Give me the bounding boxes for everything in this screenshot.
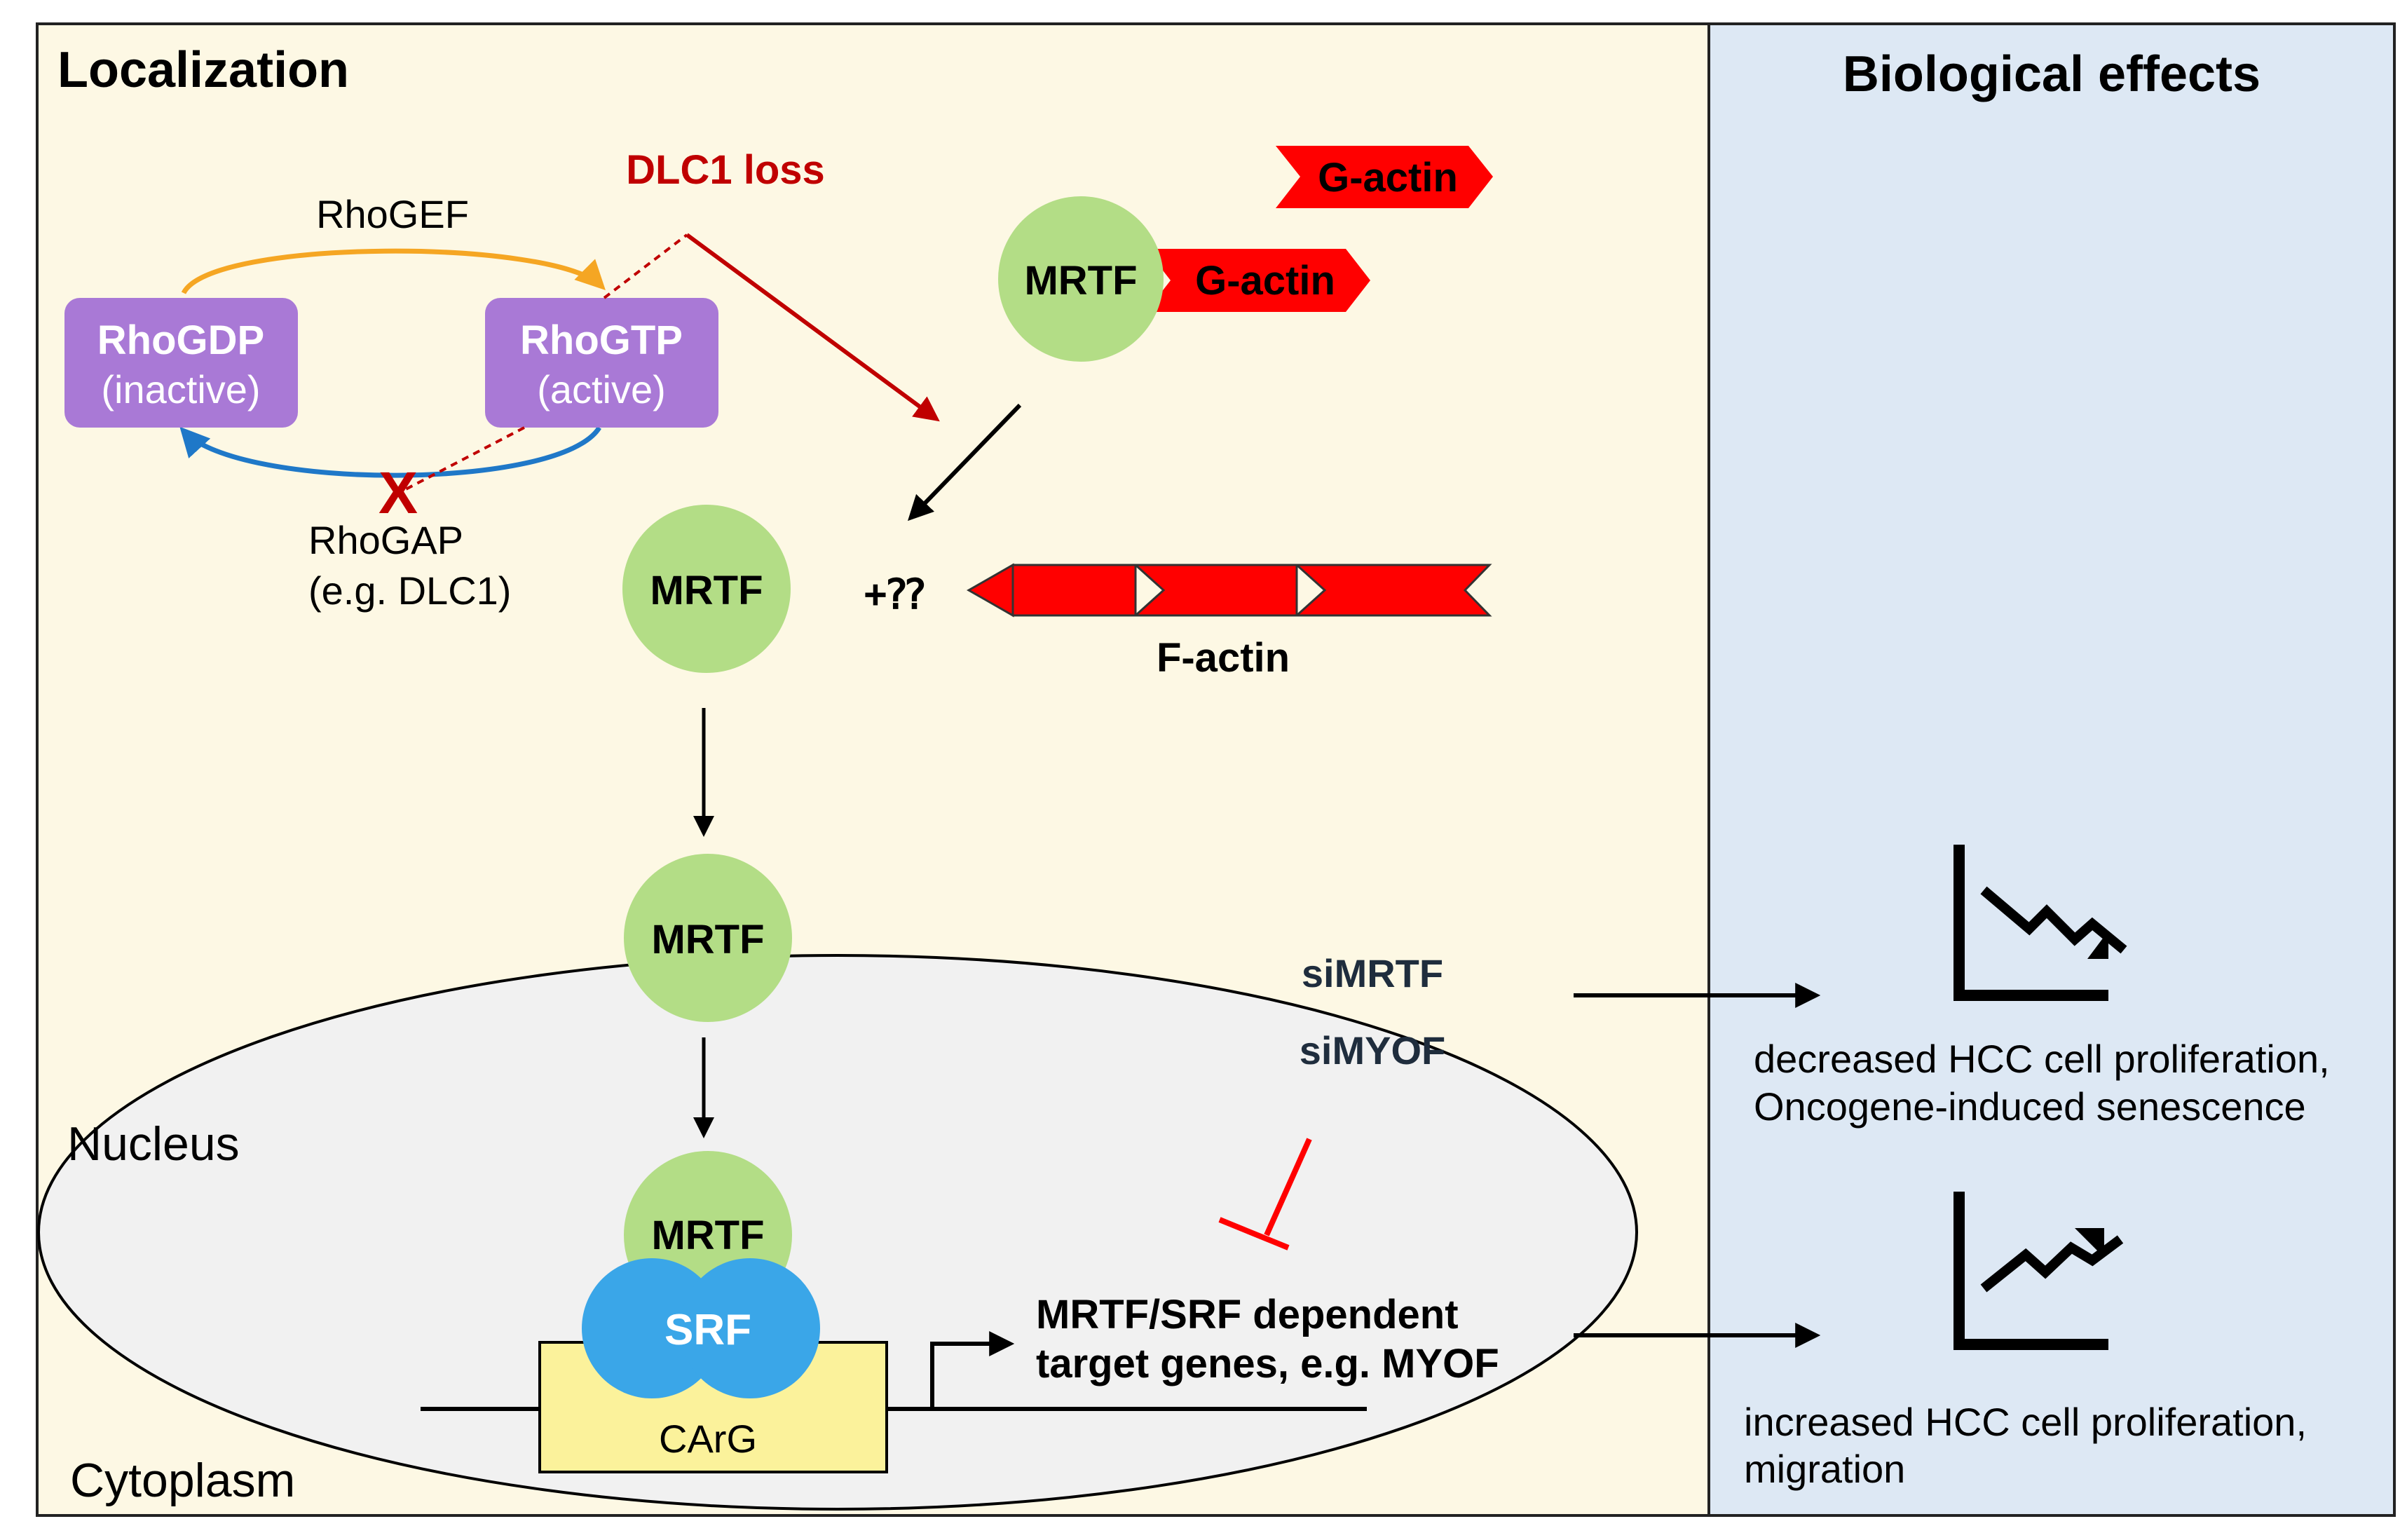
rhogtp-name: RhoGTP [520,318,683,363]
cytoplasm-label: Cytoplasm [70,1454,295,1507]
simrtf-label: siMRTF [1302,951,1443,995]
srf-dimer: SRF [582,1258,820,1398]
inhibition-stem [1264,1138,1312,1236]
rhogap-label: RhoGAP [308,518,463,562]
simyof-label: siMYOF [1300,1028,1445,1072]
f-actin-filament [966,563,1492,618]
biological-effects-panel [1707,22,2396,1517]
inhibition-bar [1218,1217,1290,1251]
nucleus-label: Nucleus [67,1117,240,1171]
mrtf-bound-circle [998,196,1164,362]
g-actin-free: G-actin [1276,146,1493,208]
transcription-start-arrow [930,1331,1015,1409]
srf-label: SRF [664,1306,751,1354]
g-actin-free-label: G-actin [1318,155,1458,200]
plus-sign: +⁇ [864,572,925,618]
nucleus [37,954,1638,1511]
dlc1-dashed-link-upper [603,233,688,299]
dlc1-loss-label: DLC1 loss [626,147,825,193]
rhogef-arrow [181,248,606,294]
rhogap-example: (e.g. DLC1) [308,568,511,613]
biological-effects-title: Biological effects [1843,46,2261,102]
trend-down-chart-icon [1953,845,2127,1001]
mrtf-nuclear-label: MRTF [651,917,764,962]
mrtf-promoter-label: MRTF [651,1213,764,1258]
increase-effect-line2: migration [1744,1447,1905,1491]
mrtf-free-circle [622,505,791,673]
mrtf-g-actin-complex: G-actin MRTF [998,196,1370,362]
decrease-effect-line2: Oncogene-induced senescence [1754,1084,2306,1129]
mrtf-nuclear-circle [624,854,792,1022]
target-genes-line1: MRTF/SRF dependent [1036,1292,1459,1337]
rhogtp-box: RhoGTP (active) [485,298,718,428]
g-actin-bound-label: G-actin [1195,258,1335,304]
rhogap-block-mark: X [379,460,418,526]
rhogtp-state: (active) [537,367,666,411]
increase-effect-line1: increased HCC cell proliferation, [1744,1400,2307,1444]
rhogef-label: RhoGEF [316,192,469,236]
mrtf-bound-label: MRTF [1024,258,1137,304]
dlc1-loss-arrow [686,233,940,422]
dlc1-dashed-link-lower [402,426,525,492]
mrtf-free-label: MRTF [650,568,763,613]
trend-up-chart-icon [1953,1192,2124,1350]
f-actin-label: F-actin [1157,635,1290,681]
decrease-effect-line1: decreased HCC cell proliferation, [1754,1037,2330,1081]
localization-title: Localization [57,42,349,98]
rhogap-arrow [179,426,601,478]
release-arrow [907,403,1022,522]
carg-label: CArG [659,1417,757,1461]
rhogdp-state: (inactive) [101,367,260,411]
rhogdp-box: RhoGDP (inactive) [64,298,298,428]
target-genes-line2: target genes, e.g. MYOF [1036,1341,1499,1386]
rhogdp-name: RhoGDP [97,318,264,363]
